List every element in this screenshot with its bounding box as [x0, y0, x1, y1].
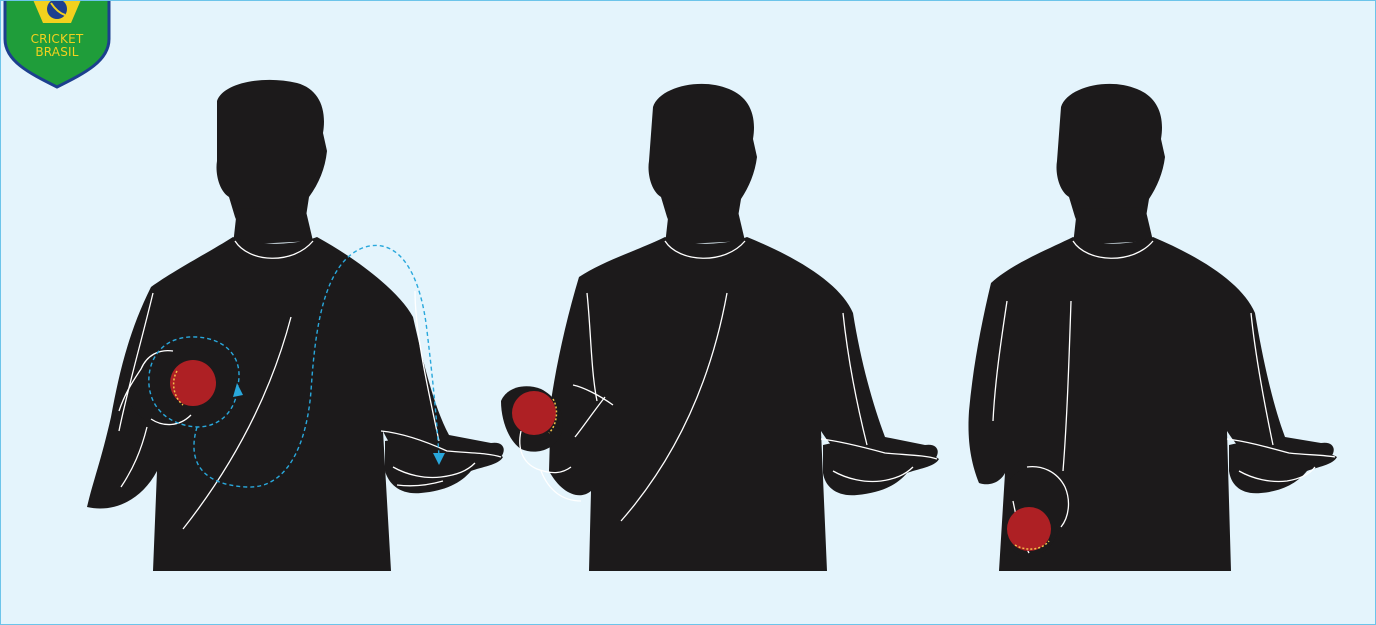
figure-1	[87, 80, 504, 571]
figure-3	[968, 84, 1337, 571]
figure-2-torso	[549, 237, 938, 571]
figure-3-ball-icon	[1007, 507, 1051, 551]
figure-2	[501, 84, 939, 571]
figure-1-ball-icon	[170, 360, 216, 406]
